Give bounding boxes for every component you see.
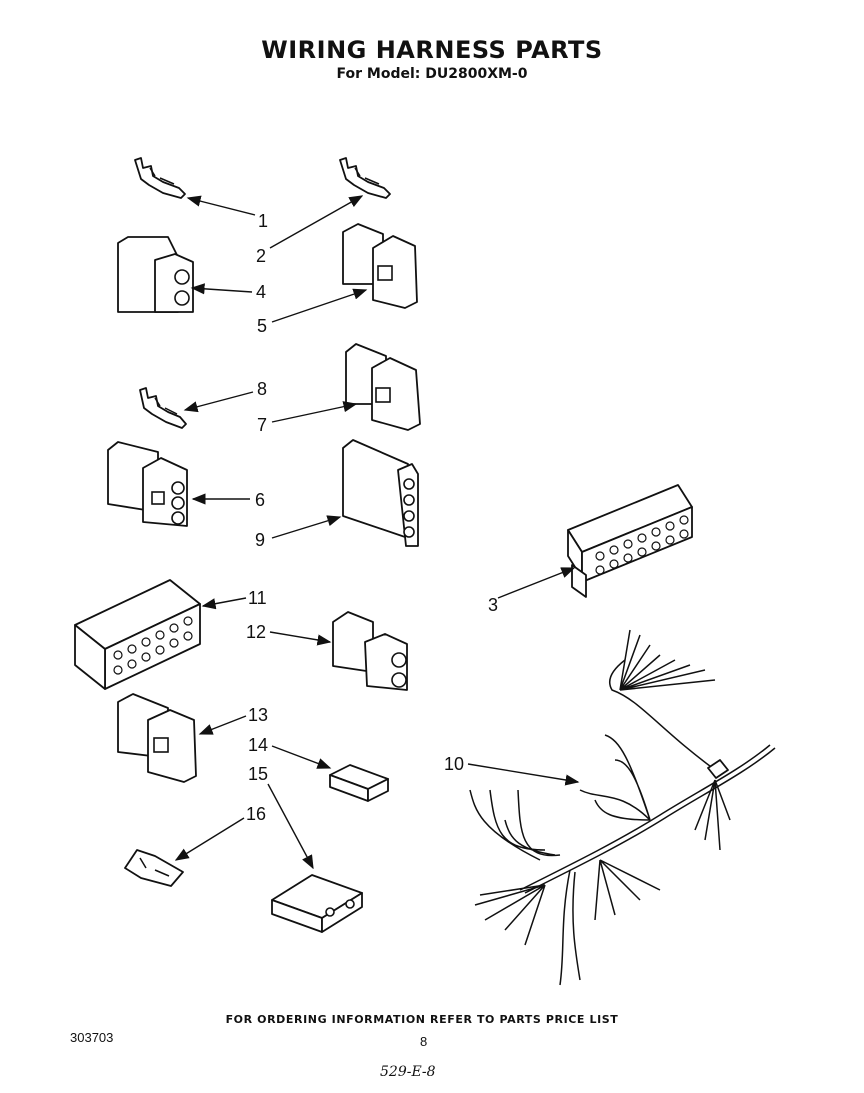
- callout-5: 5: [257, 316, 267, 336]
- model-subtitle: For Model: DU2800XM-0: [336, 66, 528, 82]
- callout-13: 13: [248, 705, 268, 725]
- handwritten-mark: 529-E-8: [380, 1064, 436, 1080]
- callout-4: 4: [256, 282, 266, 302]
- callout-12: 12: [246, 622, 266, 642]
- callout-11: 11: [248, 588, 267, 608]
- page-title: WIRING HARNESS PARTS: [261, 36, 603, 64]
- document-number: 303703: [70, 1030, 114, 1045]
- callout-16: 16: [246, 804, 266, 824]
- part-7-housing-icon: [345, 343, 421, 431]
- part-11-connector-icon: [74, 579, 201, 690]
- callout-1: 1: [258, 211, 268, 231]
- part-10-wiring-harness-icon: [469, 629, 776, 986]
- part-1-terminal-icon: [134, 157, 186, 199]
- part-6-connector-icon: [107, 441, 188, 527]
- part-5-housing-icon: [342, 223, 418, 309]
- part-2-terminal-icon: [339, 157, 391, 199]
- part-16-terminal-icon: [124, 849, 184, 887]
- callout-7: 7: [257, 415, 267, 435]
- part-3-connector-icon: [567, 484, 693, 598]
- page-number: 8: [420, 1034, 428, 1049]
- part-4-connector-icon: [117, 236, 194, 313]
- callout-10: 10: [444, 754, 464, 774]
- callout-3: 3: [488, 595, 498, 615]
- callout-arrows: [174, 195, 580, 870]
- part-9-connector-icon: [342, 439, 419, 547]
- part-12-connector-icon: [332, 611, 408, 691]
- callout-14: 14: [248, 735, 268, 755]
- callout-15: 15: [248, 764, 268, 784]
- callout-8: 8: [257, 379, 267, 399]
- callout-labels: 1 2 3 4 5 6 7 8 9 10 11 12 13 14 15 16: [246, 211, 498, 824]
- part-13-housing-icon: [117, 693, 197, 783]
- callout-9: 9: [255, 530, 265, 550]
- part-15-block-icon: [271, 874, 363, 933]
- part-8-terminal-icon: [139, 387, 187, 429]
- callout-2: 2: [256, 246, 266, 266]
- part-14-pad-icon: [329, 764, 389, 802]
- callout-6: 6: [255, 490, 265, 510]
- ordering-info-note: FOR ORDERING INFORMATION REFER TO PARTS …: [225, 1013, 619, 1026]
